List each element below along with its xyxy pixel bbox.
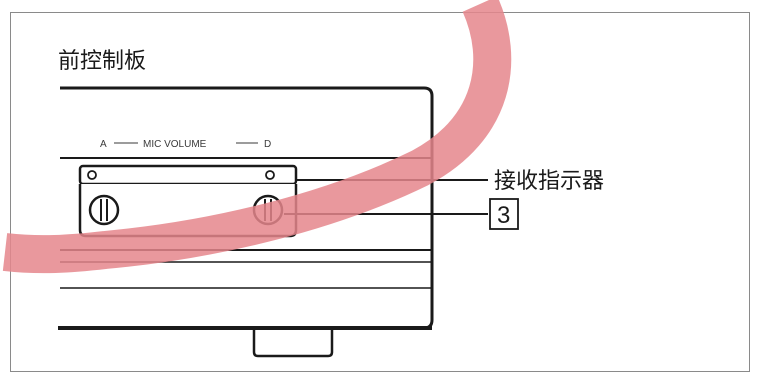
mic-volume-scale: A MIC VOLUME D [100, 139, 271, 150]
knob-reference-number: 3 [497, 202, 510, 229]
indicator-led-b [265, 170, 275, 180]
panel-foot [252, 330, 334, 358]
volume-knob-a-icon [88, 194, 120, 226]
highlight-arc-overlay [2, 0, 512, 274]
indicator-strip [78, 164, 298, 186]
scale-right-mark: D [264, 139, 271, 150]
scale-left-mark: A [100, 139, 107, 150]
callout-receiver-indicator: 接收指示器 [296, 169, 604, 194]
indicator-led-a [87, 170, 97, 180]
receiver-indicator-label: 接收指示器 [494, 169, 604, 194]
scale-label: MIC VOLUME [143, 139, 207, 150]
panel-body [58, 86, 434, 358]
diagram-title: 前控制板 [58, 49, 146, 74]
reference-box [489, 198, 519, 230]
